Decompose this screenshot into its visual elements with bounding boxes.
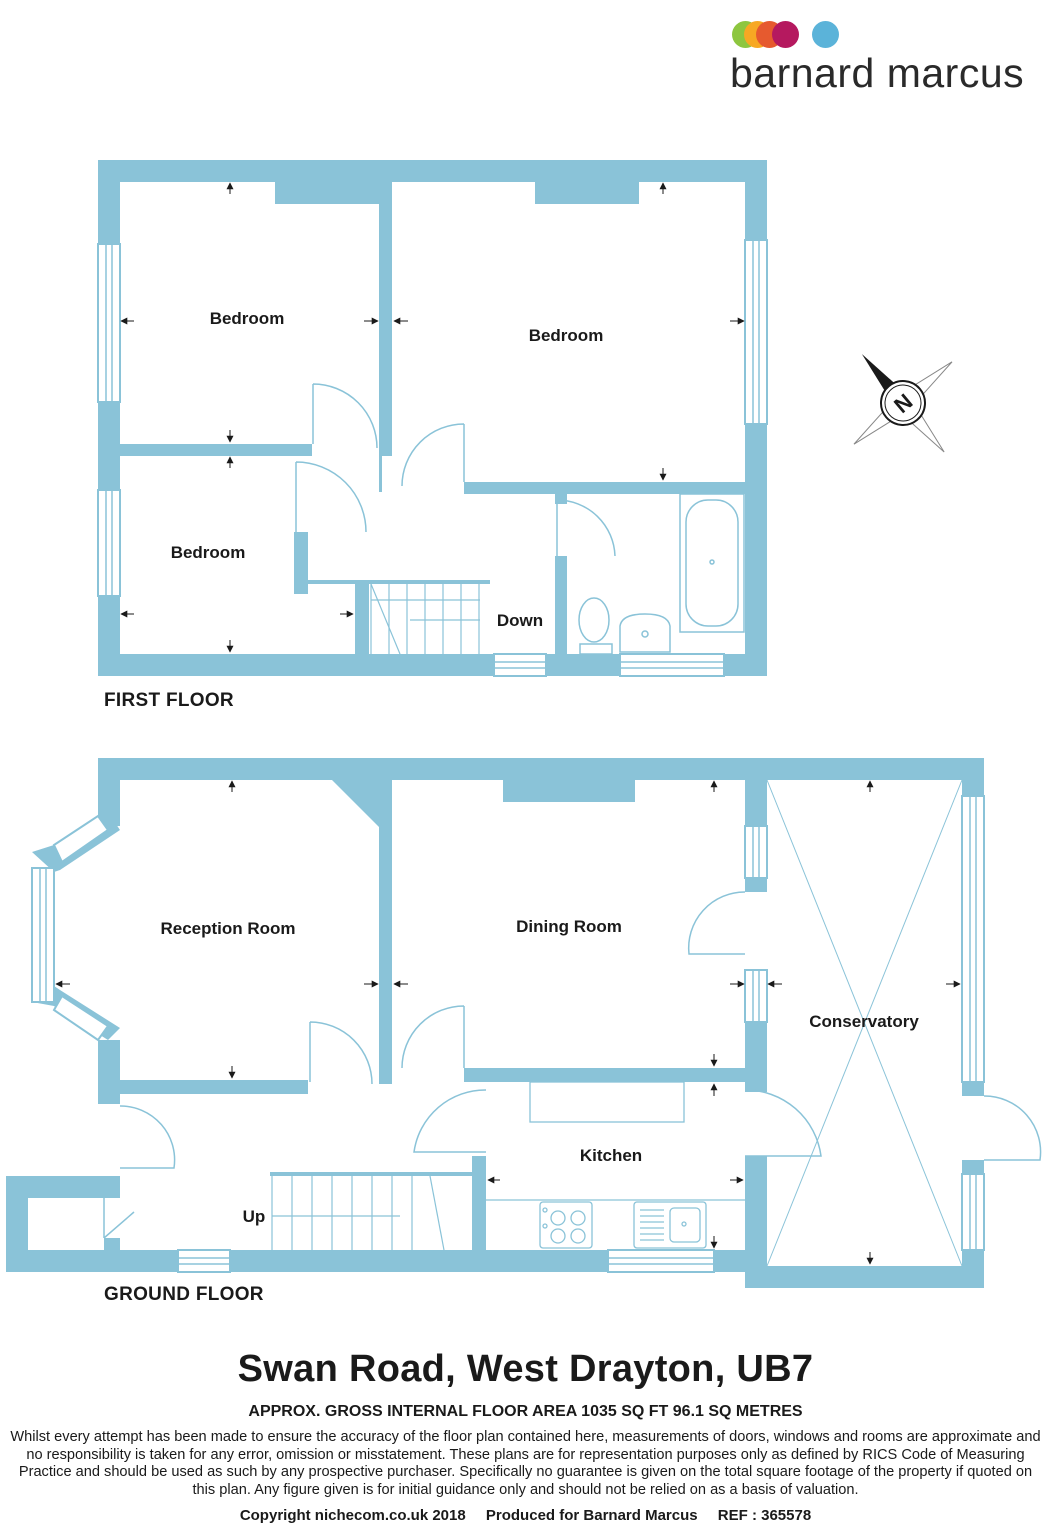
room-label-reception: Reception Room xyxy=(160,919,295,938)
first-floor-label: FIRST FLOOR xyxy=(104,690,234,711)
toilet xyxy=(578,597,610,643)
copyright-text: Copyright nichecom.co.uk 2018 xyxy=(239,1507,466,1524)
brand-name: barnard marcus xyxy=(730,50,1025,96)
reference-number: REF : 365578 xyxy=(717,1507,812,1524)
stairs-label-up: Up xyxy=(243,1207,266,1226)
ground-floor-label: GROUND FLOOR xyxy=(104,1284,264,1305)
hob xyxy=(539,1201,593,1249)
ground-floor-plan: Reception Room Dining Room Conservatory … xyxy=(6,758,1042,1288)
footer: Copyright nichecom.co.uk 2018 Produced f… xyxy=(0,1507,1051,1524)
window xyxy=(97,239,768,677)
stairs xyxy=(370,583,480,655)
room-label-bedroom: Bedroom xyxy=(529,326,604,345)
sink xyxy=(633,1201,707,1249)
room-label-conservatory: Conservatory xyxy=(809,1012,919,1031)
disclaimer-text: Whilst every attempt has been made to en… xyxy=(10,1429,1041,1498)
compass-icon: N xyxy=(853,353,953,453)
bath-inner xyxy=(685,499,739,627)
produced-for-text: Produced for Barnard Marcus xyxy=(485,1507,698,1524)
room-label-bedroom: Bedroom xyxy=(210,309,285,328)
door xyxy=(295,383,616,557)
kitchen-fixtures xyxy=(486,1081,745,1249)
room-label-dining: Dining Room xyxy=(516,917,622,936)
stairs-label-down: Down xyxy=(497,611,543,630)
wall xyxy=(98,160,767,676)
dimension-arrows xyxy=(55,780,961,1265)
cistern xyxy=(579,643,613,655)
stairs xyxy=(271,1175,445,1251)
property-address: Swan Road, West Drayton, UB7 xyxy=(237,1348,814,1390)
bathroom-fixtures xyxy=(578,493,745,655)
floor-area: APPROX. GROSS INTERNAL FLOOR AREA 1035 S… xyxy=(248,1403,803,1420)
room-label-kitchen: Kitchen xyxy=(580,1146,642,1165)
window xyxy=(31,795,985,1273)
logo-dot xyxy=(772,21,799,48)
floor-plan: Bedroom Bedroom Bedroom Down N xyxy=(6,160,1042,1288)
basin xyxy=(619,613,671,653)
dimension-arrows xyxy=(120,182,745,653)
first-floor-plan: Bedroom Bedroom Bedroom Down xyxy=(97,160,768,677)
logo-dot xyxy=(812,21,839,48)
door xyxy=(103,891,1042,1239)
conservatory-roof-lines xyxy=(766,779,963,1267)
room-label-bedroom: Bedroom xyxy=(171,543,246,562)
bath xyxy=(679,493,745,633)
